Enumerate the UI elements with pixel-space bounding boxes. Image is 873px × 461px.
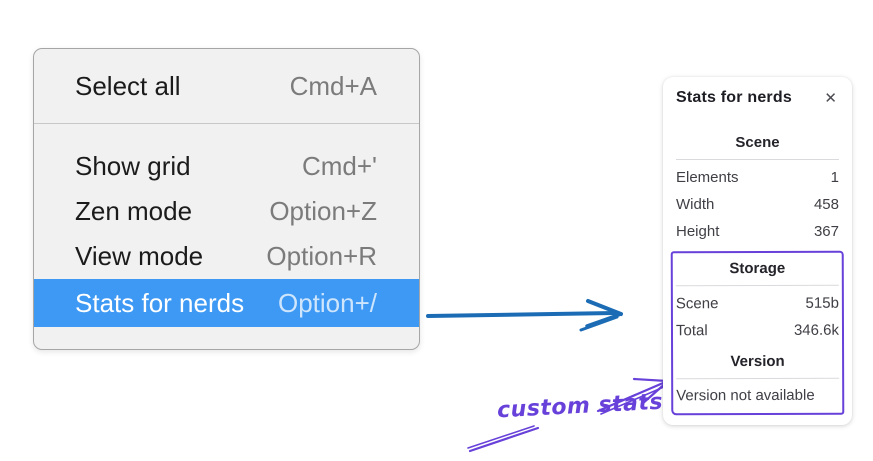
- stat-label: Height: [676, 223, 720, 240]
- stat-row-height: Height 367: [676, 218, 839, 245]
- scene-rows: Elements 1 Width 458 Height 367: [676, 160, 839, 245]
- menu-item-label: Show grid: [75, 151, 191, 181]
- scene-section-header: Scene: [735, 134, 780, 151]
- menu-item-view-mode[interactable]: View mode Option+R: [34, 234, 419, 279]
- stat-row-scene-storage: Scene 515b: [676, 290, 839, 318]
- menu-group-bottom: Show grid Cmd+' Zen mode Option+Z View m…: [34, 124, 419, 327]
- stat-value: 367: [813, 223, 839, 240]
- menu-item-shortcut: Option+/: [277, 287, 377, 318]
- context-menu: Select all Cmd+A Show grid Cmd+' Zen mod…: [33, 48, 420, 350]
- stat-label: Total: [675, 322, 708, 340]
- storage-section-header: Storage: [729, 259, 786, 278]
- version-note: Version not available: [676, 386, 815, 405]
- divider: [676, 159, 839, 160]
- version-section: Version Version not available: [676, 352, 840, 410]
- stats-panel-title: Stats for nerds: [676, 89, 792, 106]
- stats-panel: Stats for nerds ✕ Scene Elements 1 Width…: [663, 77, 852, 425]
- stat-label: Width: [676, 196, 715, 213]
- menu-item-stats-for-nerds[interactable]: Stats for nerds Option+/: [34, 279, 419, 327]
- menu-item-label: Stats for nerds: [75, 287, 245, 318]
- menu-item-select-all[interactable]: Select all Cmd+A: [34, 62, 419, 110]
- stat-value: 515b: [805, 294, 839, 312]
- menu-item-label: Zen mode: [75, 196, 193, 226]
- custom-stats-box: Storage Scene 515b Total 346.6k Version …: [670, 250, 845, 416]
- menu-group-top: Select all Cmd+A: [34, 62, 419, 110]
- flow-arrow: [426, 299, 623, 332]
- menu-item-shortcut: Cmd+A: [289, 70, 377, 101]
- storage-rows: Scene 515b Total 346.6k: [676, 286, 839, 345]
- menu-separator: [34, 123, 419, 124]
- stats-panel-header: Stats for nerds ✕: [676, 87, 839, 109]
- menu-item-zen-mode[interactable]: Zen mode Option+Z: [34, 189, 419, 234]
- stat-row-total-storage: Total 346.6k: [676, 317, 839, 345]
- menu-item-label: View mode: [75, 241, 204, 271]
- version-section-header: Version: [730, 352, 785, 371]
- stat-value: 1: [830, 169, 839, 186]
- close-icon[interactable]: ✕: [824, 89, 837, 107]
- menu-item-shortcut: Cmd+': [301, 151, 377, 181]
- stat-row-width: Width 458: [676, 191, 839, 218]
- custom-stats-label: custom stats: [496, 389, 664, 424]
- stat-value: 346.6k: [793, 321, 840, 339]
- menu-item-show-grid[interactable]: Show grid Cmd+': [34, 144, 419, 189]
- stat-row-elements: Elements 1: [676, 164, 839, 191]
- stat-label: Elements: [676, 169, 739, 186]
- menu-item-label: Select all: [75, 70, 181, 101]
- scene-section: Scene Elements 1 Width 458 Height 367: [676, 133, 839, 245]
- storage-section: Storage Scene 515b Total 346.6k: [675, 259, 839, 345]
- stat-label: Scene: [675, 295, 719, 313]
- menu-item-shortcut: Option+Z: [269, 196, 377, 226]
- menu-item-shortcut: Option+R: [266, 241, 377, 271]
- stat-value: 458: [813, 196, 839, 213]
